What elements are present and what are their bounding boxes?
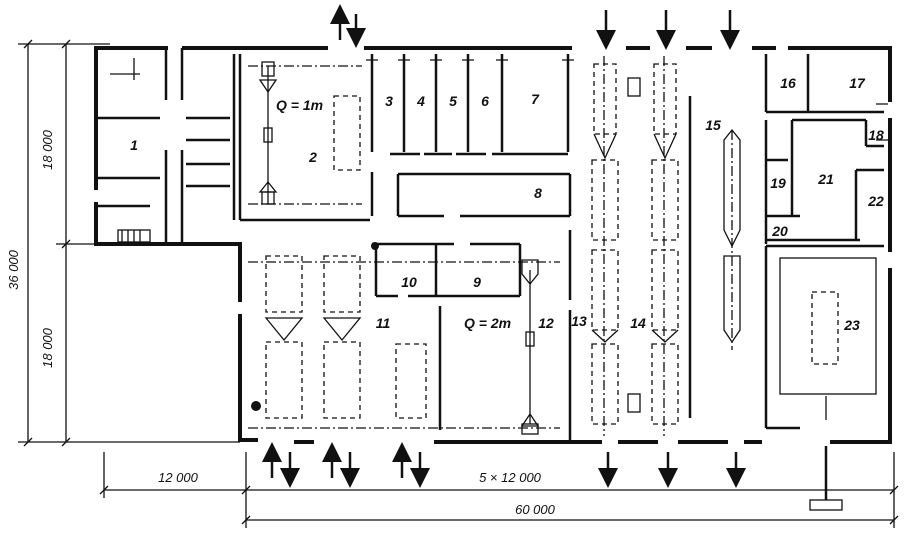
room-23 — [764, 244, 884, 511]
room-8 — [370, 172, 572, 218]
dim-lower-height: 18 000 — [40, 327, 55, 368]
dimension-lines — [18, 39, 899, 528]
room-label-20: 20 — [771, 223, 788, 239]
room-label-19: 19 — [770, 175, 786, 191]
room-label-6: 6 — [481, 93, 489, 109]
room-label-23: 23 — [843, 317, 860, 333]
room-label-16: 16 — [780, 75, 796, 91]
room-label-9: 9 — [473, 274, 481, 290]
outer-walls — [94, 46, 892, 444]
crane-2-capacity: Q = 2т — [464, 315, 511, 331]
bay-15-line — [723, 128, 741, 350]
rooms-3-7 — [366, 54, 574, 156]
rooms-upper-left — [96, 48, 236, 244]
room-label-5: 5 — [449, 93, 457, 109]
dim-left-width: 12 000 — [158, 470, 199, 485]
room-label-18: 18 — [868, 127, 884, 143]
rooms-16-22 — [764, 54, 888, 244]
room-label-7: 7 — [531, 91, 540, 107]
room-label-17: 17 — [849, 75, 866, 91]
crane-bay-2 — [238, 54, 370, 222]
dim-bays: 5 × 12 000 — [479, 470, 542, 485]
room-label-21: 21 — [817, 171, 834, 187]
room-label-15: 15 — [705, 117, 721, 133]
dim-total-width: 60 000 — [515, 502, 556, 517]
rooms-9-10 — [371, 242, 522, 298]
room-numbers: 1 2 3 4 5 6 7 8 9 10 11 12 13 14 15 16 1… — [130, 75, 884, 333]
bay-11-equipment — [248, 255, 560, 430]
room-label-3: 3 — [385, 93, 393, 109]
room-label-11: 11 — [376, 315, 391, 331]
dim-total-height: 36 000 — [6, 249, 21, 290]
flow-arrows — [262, 4, 746, 488]
room-label-22: 22 — [867, 193, 884, 209]
room-label-1: 1 — [130, 137, 138, 153]
room-label-2: 2 — [308, 149, 317, 165]
bay-14-lines — [591, 56, 692, 436]
dim-upper-height: 18 000 — [40, 129, 55, 170]
room-label-4: 4 — [416, 93, 425, 109]
room-label-12: 12 — [538, 315, 554, 331]
room-label-13: 13 — [571, 313, 587, 329]
crane-bay-12 — [520, 230, 572, 440]
room-label-14: 14 — [630, 315, 646, 331]
room-label-10: 10 — [401, 274, 417, 290]
room-label-8: 8 — [534, 185, 542, 201]
crane-1-capacity: Q = 1т — [276, 97, 323, 113]
